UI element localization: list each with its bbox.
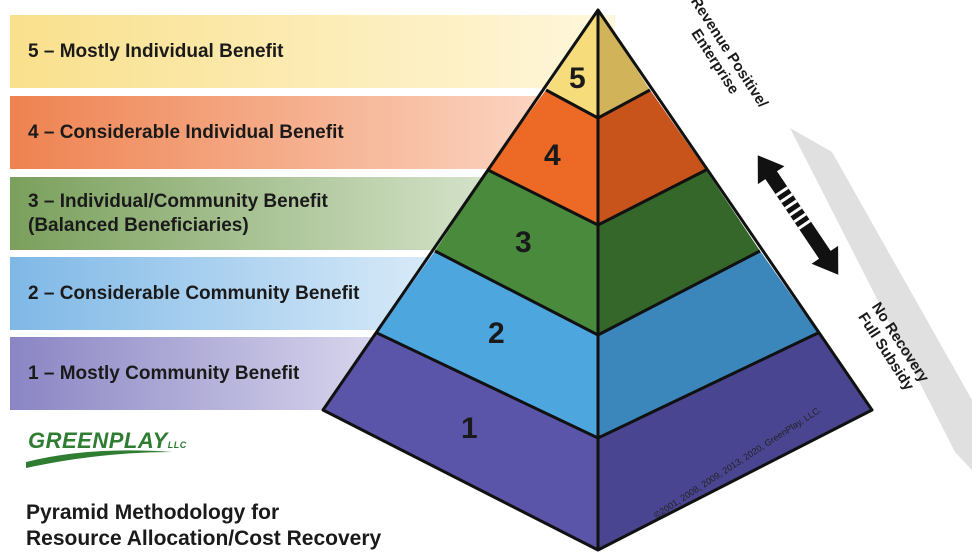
pyramid-level-5-right <box>598 10 650 118</box>
logo-swoosh-icon <box>26 450 172 468</box>
level-number-3: 3 <box>515 226 532 259</box>
pyramid-level-4-right <box>598 90 706 225</box>
level-number-4: 4 <box>544 139 561 172</box>
greenplay-logo: GREENPLAYLLC <box>28 428 187 454</box>
logo-suffix: LLC <box>167 440 187 450</box>
pyramid-level-2-right <box>598 251 818 438</box>
pyramid-level-2-left <box>377 251 598 438</box>
double-arrow-icon <box>757 155 839 275</box>
band-label-5: 5 – Mostly Individual Benefit <box>28 40 284 62</box>
level-number-5: 5 <box>569 62 586 95</box>
band-label-1: 1 – Mostly Community Benefit <box>28 362 300 384</box>
pyramid-level-1-right <box>598 333 872 550</box>
pyramid-level-1-left <box>323 333 598 550</box>
recovery-scale-bar <box>790 128 972 470</box>
pyramid-level-3-right <box>598 170 760 335</box>
logo-text: GREENPLAY <box>28 428 168 453</box>
band-level-4: 4 – Considerable Individual Benefit <box>10 96 570 169</box>
level-number-1: 1 <box>461 412 478 445</box>
pyramid-level-3-left <box>435 170 598 335</box>
page-title: Pyramid Methodology for Resource Allocat… <box>26 501 382 550</box>
band-label-3: 3 – Individual/Community Benefit (Balanc… <box>28 190 328 236</box>
band-label-2: 2 – Considerable Community Benefit <box>28 282 360 304</box>
band-level-5: 5 – Mostly Individual Benefit <box>10 15 615 88</box>
pyramid-level-4-left <box>488 90 598 225</box>
band-label-4: 4 – Considerable Individual Benefit <box>28 121 344 143</box>
level-number-2: 2 <box>488 317 505 350</box>
pyramid-level-5-left <box>546 10 598 118</box>
band-level-3: 3 – Individual/Community Benefit (Balanc… <box>10 177 525 250</box>
